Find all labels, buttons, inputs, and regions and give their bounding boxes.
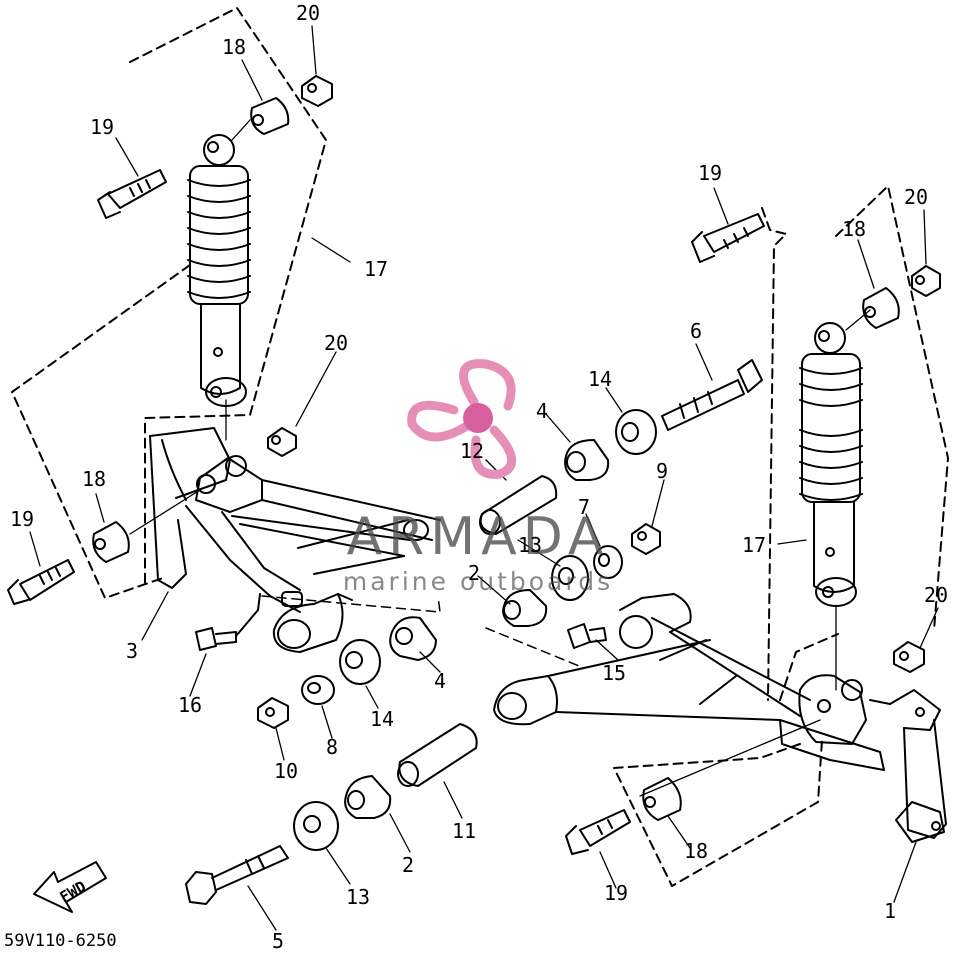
bushing-2-upper [502,589,548,627]
callout-label: 2 [402,853,414,877]
callout-label: 11 [452,819,476,843]
leader-lines [29,25,939,931]
bushing-18-upper-right [862,287,900,329]
callout-label: 4 [536,399,548,423]
bolt-5 [185,845,289,905]
callout-label: 19 [698,161,722,185]
callout-label: 1 [884,899,896,923]
grease-fitting-16 [195,593,261,651]
callout-label: 6 [690,319,702,343]
bearing-13-lower [293,801,339,851]
bushing-14-upper [615,409,657,455]
bushing-2-lower [344,775,392,819]
nut-20-upper-left [301,75,333,107]
watermark-subtitle: marine outboards [343,567,613,596]
bearing-13-upper [551,555,589,601]
bushing-4-lower [389,616,437,661]
a-arm-3-left [149,427,441,653]
callout-label: 18 [842,217,866,241]
callout-label: 13 [518,533,542,557]
callout-label: 5 [272,929,284,952]
bushing-14-lower [339,639,381,685]
nut-20-upper-right [911,265,941,297]
callout-label: 18 [222,35,246,59]
bushing-18-lower-left [92,521,130,563]
callout-label: 17 [364,257,388,281]
callout-label: 9 [656,459,668,483]
callout-label: 18 [82,467,106,491]
callout-label: 19 [604,881,628,905]
callout-labels: 20 18 19 17 20 18 19 3 16 10 8 14 4 13 5… [10,1,948,953]
washer-7 [593,545,623,579]
callout-label: 16 [178,693,202,717]
bushing-4-upper [564,439,610,481]
callout-label: 19 [10,507,34,531]
bolt-6 [661,359,763,431]
callout-label: 3 [126,639,138,663]
right-shock-absorber [613,185,949,887]
callout-label: 2 [468,561,480,585]
bolt-19-upper-right [691,213,765,263]
callout-label: 18 [684,839,708,863]
callout-label: 13 [346,885,370,909]
left-shock-absorber [11,7,327,599]
callout-label: 19 [90,115,114,139]
nut-20-mid-left [267,427,297,457]
bushing-18-upper-left [250,97,290,135]
bolt-19-upper-left [97,169,167,219]
callout-label: 17 [742,533,766,557]
callout-label: 14 [370,707,394,731]
callout-label: 8 [326,735,338,759]
fwd-label: FWD [57,877,89,906]
part-code-label: 59V110-6250 [4,931,117,951]
nut-10 [257,697,289,729]
watermark-title: ARMADA [347,507,610,567]
callout-label: 15 [602,661,626,685]
propeller-logo-icon [407,359,517,479]
bolt-19-lower-left [7,559,75,605]
callout-label: 4 [434,669,446,693]
washer-8 [301,675,335,705]
bolt-19-lower-right [565,809,631,855]
callout-label: 14 [588,367,612,391]
callout-label: 20 [904,185,928,209]
collar-12 [479,475,558,535]
callout-label: 20 [324,331,348,355]
nut-9 [631,523,661,555]
fwd-arrow-icon [33,861,107,913]
a-arm-1-right [493,593,947,843]
callout-label: 20 [296,1,320,25]
callout-label: 10 [274,759,298,783]
nut-20-lower-right [893,641,925,673]
callout-label: 7 [578,495,590,519]
bushing-18-lower-right [642,777,682,821]
callout-label: 20 [924,583,948,607]
callout-label: 12 [460,439,484,463]
collar-11 [397,723,478,787]
armada-watermark: ARMADA marine outboards [343,359,613,596]
